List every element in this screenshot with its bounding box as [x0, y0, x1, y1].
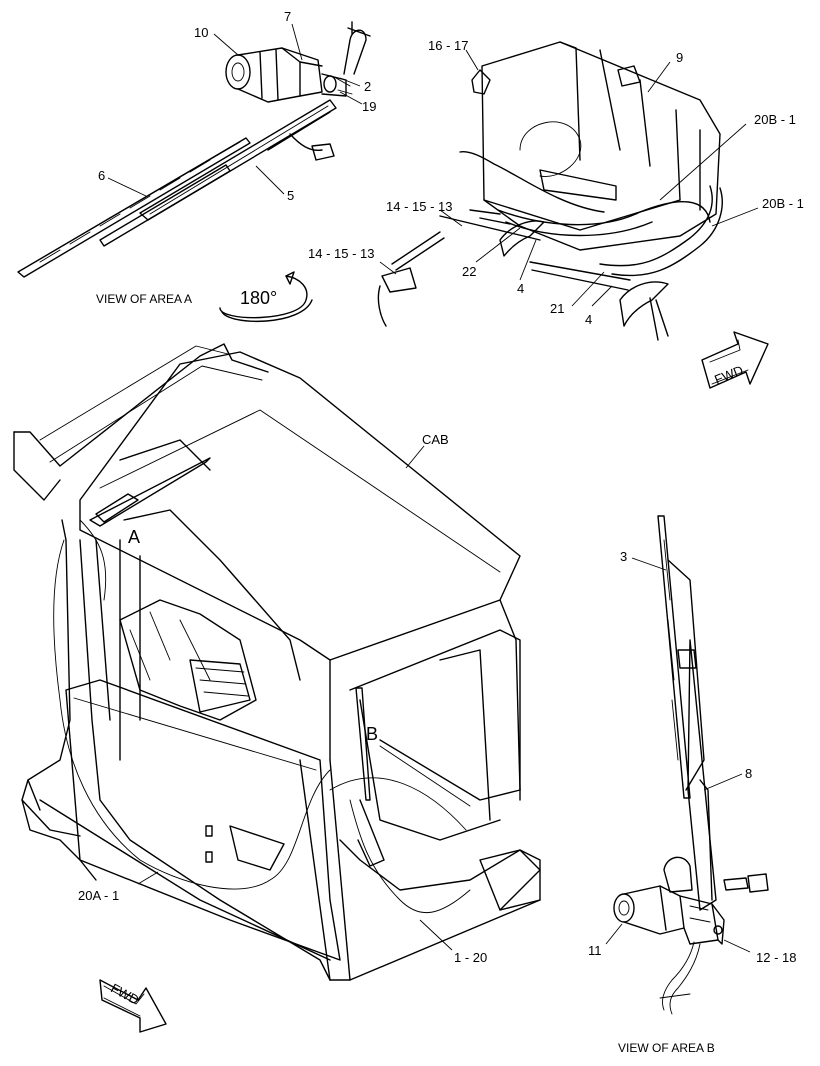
- callout-20a-1: 20A - 1: [78, 888, 119, 903]
- callout-8: 8: [745, 766, 752, 781]
- callout-14-15-13-upper: 14 - 15 - 13: [386, 199, 453, 214]
- callout-9: 9: [676, 50, 683, 65]
- callout-b: B: [366, 724, 378, 744]
- callout-21: 21: [550, 301, 564, 316]
- callout-12-18: 12 - 18: [756, 950, 796, 965]
- wiper-blade-6: [17, 137, 251, 278]
- callout-14-15-13-lower: 14 - 15 - 13: [308, 246, 375, 261]
- callout-10: 10: [194, 25, 208, 40]
- cab-structure: [13, 343, 541, 981]
- wiper-arm-5: [139, 99, 337, 221]
- view-b-caption: VIEW OF AREA B: [618, 1041, 715, 1055]
- callout-1-20: 1 - 20: [454, 950, 487, 965]
- view-a-assembly: 10 7 2 19 6 5 VIEW OF AREA A 180°: [17, 9, 376, 322]
- rotation-label: 180°: [240, 288, 277, 308]
- washer-tank-9: [377, 41, 723, 341]
- callout-19: 19: [362, 99, 376, 114]
- rotation-arrow-icon: [219, 271, 313, 322]
- callout-5: 5: [287, 188, 294, 203]
- wiper-blade-3: [657, 515, 705, 799]
- callout-2: 2: [364, 79, 371, 94]
- callout-4-left: 4: [517, 281, 524, 296]
- callout-7: 7: [284, 9, 291, 24]
- callout-3: 3: [620, 549, 627, 564]
- wiper-motor-10: [225, 21, 371, 103]
- view-b-assembly: [613, 515, 769, 1015]
- fwd-label-top: FWD: [712, 362, 745, 387]
- callout-16-17: 16 - 17: [428, 38, 468, 53]
- callout-4-right: 4: [585, 312, 592, 327]
- callout-22: 22: [462, 264, 476, 279]
- callout-cab: CAB: [422, 432, 449, 447]
- view-a-caption: VIEW OF AREA A: [96, 292, 192, 306]
- fwd-label-bottom: FWD: [108, 980, 141, 1007]
- callout-20b-1-lower: 20B - 1: [762, 196, 804, 211]
- wiper-arm-8: [687, 639, 717, 911]
- fwd-arrow-top-icon: [701, 331, 769, 389]
- wiper-motor-11: [613, 856, 769, 1015]
- callout-20b-1-upper: 20B - 1: [754, 112, 796, 127]
- callout-6: 6: [98, 168, 105, 183]
- fwd-arrow-bottom-icon: [99, 979, 167, 1033]
- callout-11: 11: [588, 943, 602, 958]
- callout-a: A: [128, 527, 140, 547]
